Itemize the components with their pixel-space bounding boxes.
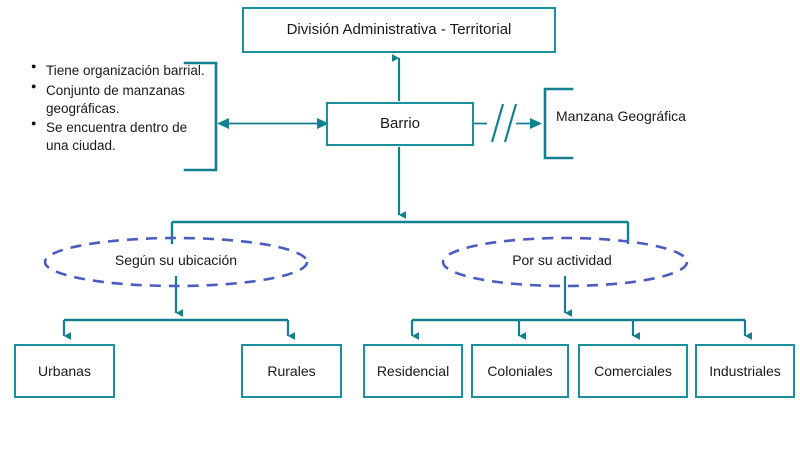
node-residencial[interactable]: Residencial (363, 344, 463, 398)
node-label: Barrio (379, 115, 420, 132)
list-item: Conjunto de manzanas geográficas. (31, 81, 208, 118)
node-label: Residencial (376, 362, 450, 379)
node-rurales[interactable]: Rurales (241, 344, 342, 398)
list-item: Se encuentra dentro de una ciudad. (31, 118, 208, 155)
node-manzana-geografica[interactable]: Manzana Geográfica (556, 108, 686, 124)
node-coloniales[interactable]: Coloniales (471, 344, 569, 398)
node-urbanas[interactable]: Urbanas (14, 344, 115, 398)
arrowhead-note-left (217, 118, 229, 129)
arrowhead-manzana (530, 118, 542, 129)
bracket-manzana (543, 87, 574, 160)
node-comerciales[interactable]: Comerciales (578, 344, 688, 398)
node-barrio[interactable]: Barrio (326, 102, 474, 146)
group-label-actividad[interactable]: Por su actividad (512, 252, 612, 268)
node-label: Coloniales (487, 362, 553, 379)
bullet-list: Tiene organización barrial. Conjunto de … (30, 61, 208, 155)
node-label: Comerciales (594, 362, 672, 379)
node-label: Industriales (709, 362, 781, 379)
node-label: División Administrativa - Territorial (286, 21, 512, 38)
group-label-ubicacion[interactable]: Según su ubicación (114, 252, 238, 268)
node-label: Rurales (267, 362, 316, 379)
group-ellipse-ubicacion (43, 236, 309, 288)
break-slash-2 (503, 103, 518, 143)
break-slash-1 (490, 103, 505, 143)
arrowhead-barrio-right (317, 118, 329, 129)
list-item: Tiene organización barrial. (31, 61, 208, 80)
node-division-administrativa[interactable]: División Administrativa - Territorial (242, 7, 556, 53)
group-ellipse-actividad (441, 236, 689, 288)
side-note-bullets: Tiene organización barrial. Conjunto de … (30, 61, 208, 157)
node-industriales[interactable]: Industriales (695, 344, 795, 398)
node-label: Urbanas (38, 362, 91, 379)
